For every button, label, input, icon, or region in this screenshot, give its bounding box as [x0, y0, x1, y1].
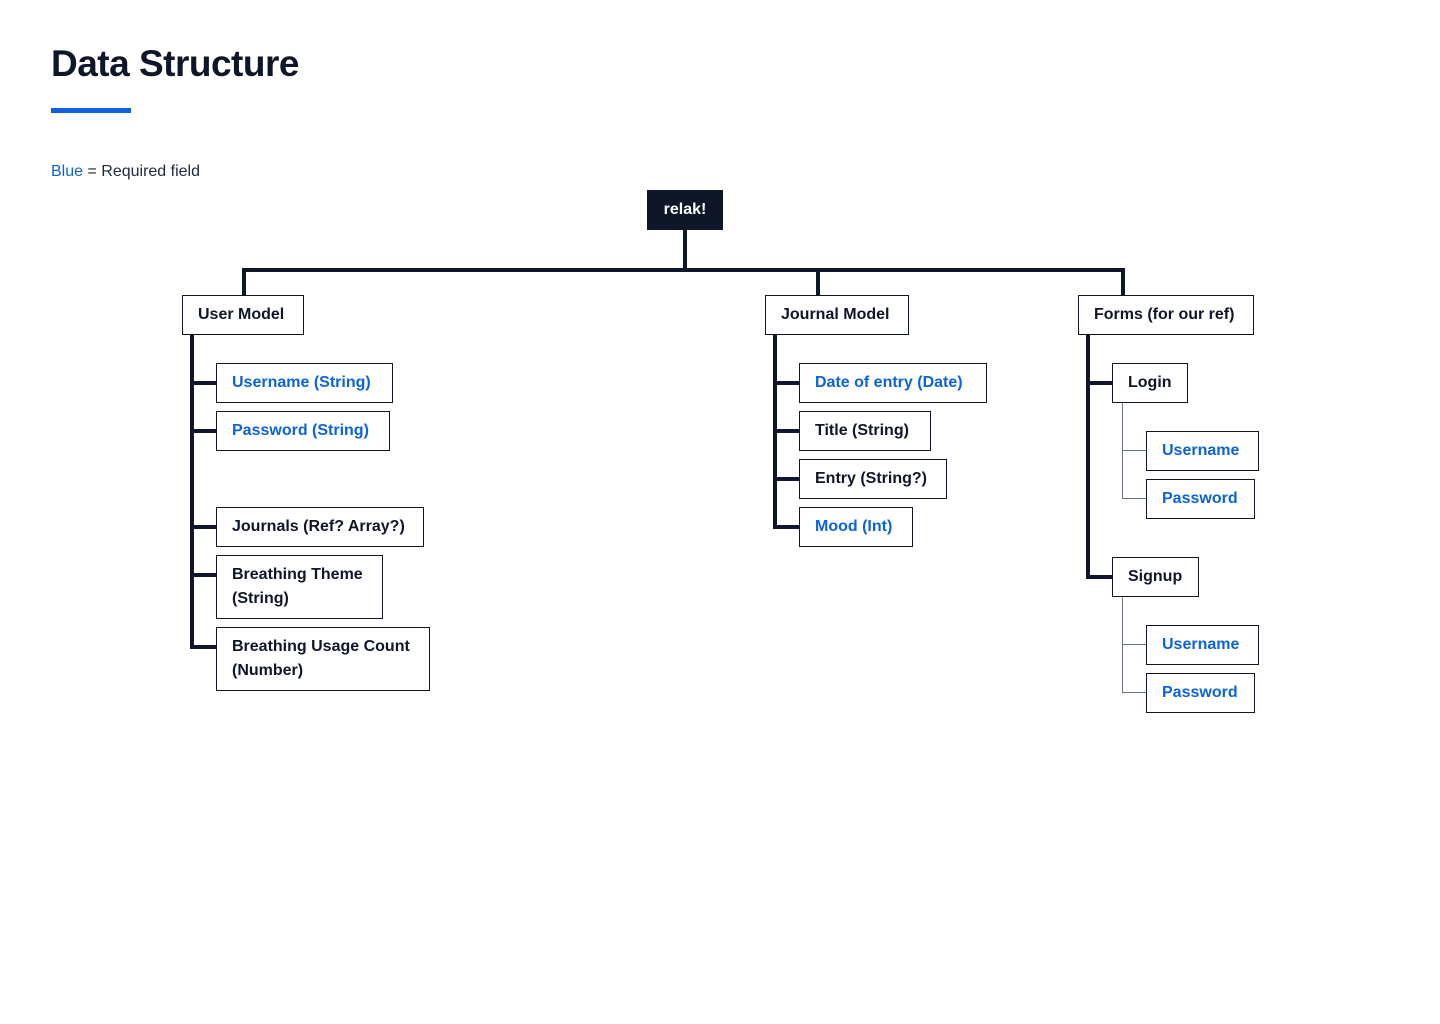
connector-journal-branch — [773, 429, 800, 433]
connector-user-branch — [190, 525, 217, 529]
page-title: Data Structure — [51, 43, 299, 84]
connector-forms-branch — [1086, 575, 1113, 579]
signup-field-username: Username — [1146, 625, 1259, 665]
legend: Blue = Required field — [51, 162, 200, 182]
connector-journal-drop — [816, 268, 820, 296]
connector-forms-drop — [1121, 268, 1125, 296]
user-field-journals: Journals (Ref? Array?) — [216, 507, 424, 547]
connector-user-drop — [242, 268, 246, 296]
connector-journal-branch — [773, 477, 800, 481]
user-field-breathing-usage-count: Breathing Usage Count (Number) — [216, 627, 430, 691]
connector-forms-spine — [1086, 334, 1090, 579]
journal-field-date: Date of entry (Date) — [799, 363, 987, 403]
login-field-password: Password — [1146, 479, 1255, 519]
legend-text: = Required field — [83, 163, 200, 180]
connector-root-horizontal — [242, 268, 1125, 272]
signup-field-password: Password — [1146, 673, 1255, 713]
forms-node: Forms (for our ref) — [1078, 295, 1254, 335]
journal-field-mood: Mood (Int) — [799, 507, 913, 547]
connector-user-branch — [190, 381, 217, 385]
connector-forms-branch — [1086, 381, 1113, 385]
connector-signup-branch — [1122, 644, 1147, 645]
user-field-breathing-theme: Breathing Theme (String) — [216, 555, 383, 619]
user-model-node: User Model — [182, 295, 304, 335]
connector-login-branch — [1122, 450, 1147, 451]
journal-field-title: Title (String) — [799, 411, 931, 451]
root-node: relak! — [647, 190, 723, 230]
connector-signup-branch — [1122, 692, 1147, 693]
journal-field-entry: Entry (String?) — [799, 459, 947, 499]
login-field-username: Username — [1146, 431, 1259, 471]
connector-user-branch — [190, 573, 217, 577]
connector-user-branch — [190, 645, 217, 649]
connector-root-down — [683, 229, 687, 271]
connector-user-spine — [190, 334, 194, 649]
user-field-password: Password (String) — [216, 411, 390, 451]
journal-model-node: Journal Model — [765, 295, 909, 335]
form-signup-node: Signup — [1112, 557, 1199, 597]
connector-journal-branch — [773, 381, 800, 385]
connector-user-branch — [190, 429, 217, 433]
connector-journal-branch — [773, 525, 800, 529]
title-accent-bar — [51, 108, 131, 113]
legend-blue-word: Blue — [51, 163, 84, 180]
connector-login-branch — [1122, 498, 1147, 499]
form-login-node: Login — [1112, 363, 1188, 403]
user-field-username: Username (String) — [216, 363, 393, 403]
